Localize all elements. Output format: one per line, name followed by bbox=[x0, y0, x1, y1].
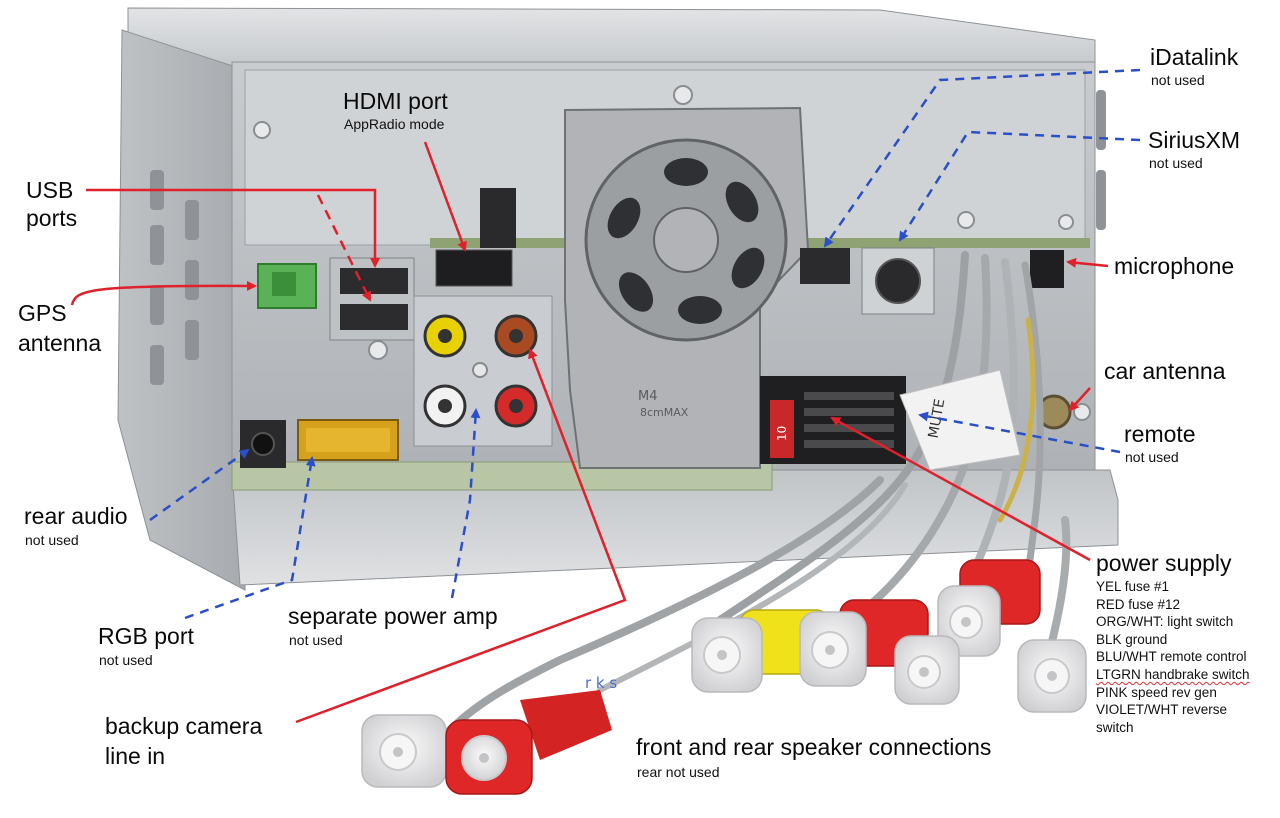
power-supply-item: BLU/WHT remote control bbox=[1096, 649, 1247, 665]
leader-rgb bbox=[184, 456, 316, 620]
hdmi-port bbox=[435, 249, 513, 287]
leader-idatalink bbox=[823, 68, 1141, 248]
backup-camera-label-line2: line in bbox=[105, 743, 166, 769]
power-supply-item: PINK speed rev gen bbox=[1096, 684, 1217, 700]
harness-wires bbox=[446, 251, 1071, 734]
power-amp-label: separate power amp bbox=[288, 603, 498, 629]
rca-plug-red-right bbox=[937, 559, 1041, 657]
siriusxm-label: SiriusXM bbox=[1148, 127, 1241, 153]
leader-lines-red bbox=[70, 141, 1109, 724]
speakers-note: rear not used bbox=[637, 764, 720, 780]
usb-label-line1: USB bbox=[26, 177, 74, 203]
remote-label: remote bbox=[1124, 421, 1196, 447]
idatalink-note: not used bbox=[1151, 72, 1205, 88]
leader-siriusxm bbox=[898, 130, 1141, 242]
power-supply-wire-list: YEL fuse #1 RED fuse #12 ORG/WHT: light … bbox=[1096, 578, 1250, 736]
leader-gps bbox=[70, 280, 257, 306]
leader-usb-top bbox=[86, 188, 380, 268]
rca-plugs: r k s bbox=[361, 559, 1087, 795]
car-antenna-label: car antenna bbox=[1104, 358, 1226, 384]
rear-audio-label: rear audio bbox=[24, 503, 128, 529]
microphone-jack bbox=[1030, 250, 1064, 288]
mute-tag-label: MUTE bbox=[926, 398, 949, 440]
rgb-note: not used bbox=[99, 652, 153, 668]
cooling-fan-plate: M4 8cmMAX bbox=[564, 106, 810, 469]
power-supply-item: YEL fuse #1 bbox=[1096, 579, 1170, 594]
leader-hdmi bbox=[423, 141, 467, 252]
siriusxm-note: not used bbox=[1149, 155, 1203, 171]
leader-car-antenna bbox=[1068, 387, 1091, 412]
power-supply-label: power supply bbox=[1096, 550, 1232, 576]
gps-label-line1: GPS bbox=[18, 300, 67, 326]
speakers-label: front and rear speaker connections bbox=[636, 734, 992, 760]
siriusxm-connector bbox=[861, 247, 935, 315]
usb-port-top bbox=[340, 268, 408, 294]
leader-backup-camera bbox=[295, 348, 627, 724]
rca-plug-white-front bbox=[361, 714, 447, 788]
chassis-left-side bbox=[117, 29, 246, 591]
rca-plug-white-right bbox=[894, 635, 960, 705]
hdmi-note: AppRadio mode bbox=[344, 116, 445, 132]
leader-rear-audio bbox=[149, 448, 250, 522]
chassis-top bbox=[127, 7, 1096, 71]
hdmi-label: HDMI port bbox=[343, 88, 448, 114]
hdmi-latch bbox=[480, 188, 516, 248]
fan-badge-sub: 8cmMAX bbox=[640, 406, 689, 419]
idatalink-label: iDatalink bbox=[1150, 44, 1239, 70]
leader-microphone bbox=[1066, 257, 1109, 268]
rgb-label: RGB port bbox=[98, 623, 194, 649]
rear-audio-note: not used bbox=[25, 532, 79, 548]
fan-badge: M4 bbox=[638, 389, 658, 404]
power-amp-note: not used bbox=[289, 632, 343, 648]
usb-label-line2: ports bbox=[26, 205, 78, 231]
mute-wire-tag: MUTE bbox=[899, 369, 1021, 471]
rca-plug-white-far bbox=[1017, 639, 1087, 713]
gps-antenna-connector bbox=[257, 263, 317, 309]
gps-label-line2: antenna bbox=[18, 330, 102, 356]
remote-note: not used bbox=[1125, 449, 1179, 465]
rgb-port bbox=[297, 419, 399, 461]
power-supply-item: VIOLET/WHT reverse bbox=[1096, 702, 1228, 718]
cable-print: r k s bbox=[585, 674, 617, 692]
rca-jack-panel bbox=[413, 295, 553, 447]
power-harness-connector: 10 bbox=[760, 376, 906, 464]
chassis-vents bbox=[150, 90, 1106, 385]
power-supply-item: ORG/WHT: light switch bbox=[1096, 614, 1234, 630]
usb-ports-block bbox=[329, 257, 415, 341]
idatalink-connector bbox=[800, 248, 850, 284]
leader-remote bbox=[918, 411, 1121, 454]
rear-audio-jack bbox=[240, 420, 286, 468]
usb-port-bottom bbox=[340, 304, 408, 330]
rca-plug-red-front bbox=[445, 690, 612, 795]
backup-camera-label-line1: backup camera bbox=[105, 713, 263, 739]
microphone-label: microphone bbox=[1114, 253, 1235, 279]
power-supply-item: RED fuse #12 bbox=[1096, 596, 1181, 612]
leader-power-amp bbox=[450, 408, 481, 599]
fuse-label: 10 bbox=[775, 426, 789, 441]
power-supply-item: switch bbox=[1096, 719, 1134, 735]
leader-usb-bottom bbox=[316, 194, 372, 302]
leader-power-supply bbox=[830, 416, 1091, 562]
leader-lines-blue bbox=[149, 68, 1141, 620]
power-supply-item: LTGRN handbrake switch bbox=[1096, 666, 1250, 682]
power-supply-item: BLK ground bbox=[1096, 631, 1168, 647]
